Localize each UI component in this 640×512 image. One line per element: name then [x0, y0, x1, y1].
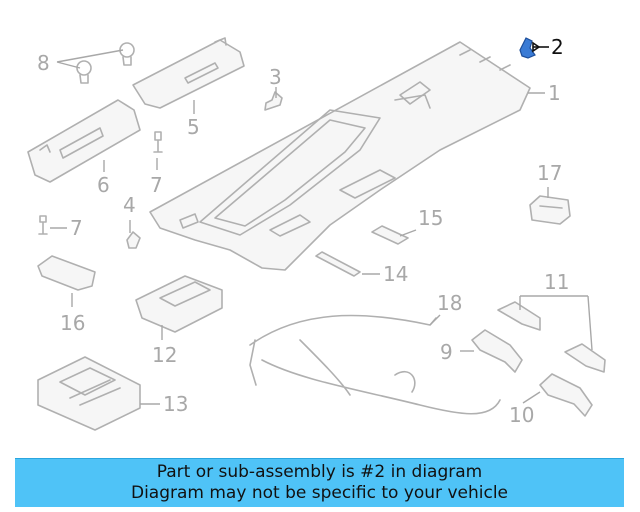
clip-part-4 — [126, 231, 141, 249]
callout-17: 17 — [537, 161, 562, 185]
console-part-12 — [135, 275, 223, 333]
switch-part-17 — [529, 195, 571, 225]
screw-part-7a — [153, 131, 163, 153]
grab-handle-part-10 — [539, 373, 593, 417]
callout-10: 10 — [509, 403, 534, 427]
callout-18: 18 — [437, 291, 462, 315]
overhead-console-part-13 — [37, 356, 141, 431]
callout-4: 4 — [123, 193, 136, 217]
callout-7-upper: 7 — [150, 173, 163, 197]
lamp-part-16 — [37, 255, 96, 291]
parts-diagram: 1 2 3 4 5 6 7 7 8 9 10 11 12 13 14 15 16… — [27, 35, 606, 431]
callout-3: 3 — [269, 65, 282, 89]
bracket-part-11 — [497, 301, 606, 373]
trim-part-14 — [315, 251, 361, 277]
info-banner: Part or sub-assembly is #2 in diagram Di… — [15, 458, 624, 507]
callout-12: 12 — [152, 343, 177, 367]
callout-7-lower: 7 — [70, 216, 83, 240]
screw-part-7b — [38, 215, 48, 235]
callout-14: 14 — [383, 262, 408, 286]
banner-line-1: Part or sub-assembly is #2 in diagram — [156, 462, 483, 482]
callout-5: 5 — [187, 115, 200, 139]
callout-1: 1 — [548, 81, 561, 105]
callout-15: 15 — [418, 206, 443, 230]
callout-9: 9 — [440, 340, 453, 364]
lamp-part-15 — [371, 225, 409, 245]
callout-13: 13 — [163, 392, 188, 416]
callout-2: 2 — [551, 35, 564, 59]
banner-line-2: Diagram may not be specific to your vehi… — [130, 483, 508, 503]
sun-visor-left — [27, 99, 141, 183]
headliner-panel — [149, 41, 531, 271]
wiring-harness-part-18 — [249, 314, 501, 415]
visor-holder-part-8 — [76, 42, 135, 84]
sun-visor-right — [132, 37, 245, 109]
callout-6: 6 — [97, 173, 110, 197]
callout-11: 11 — [544, 270, 569, 294]
callout-16: 16 — [60, 311, 85, 335]
leader-lines — [50, 41, 593, 405]
callout-8: 8 — [37, 51, 50, 75]
bracket-part-3 — [264, 91, 283, 111]
grab-handle-part-9 — [471, 329, 523, 373]
